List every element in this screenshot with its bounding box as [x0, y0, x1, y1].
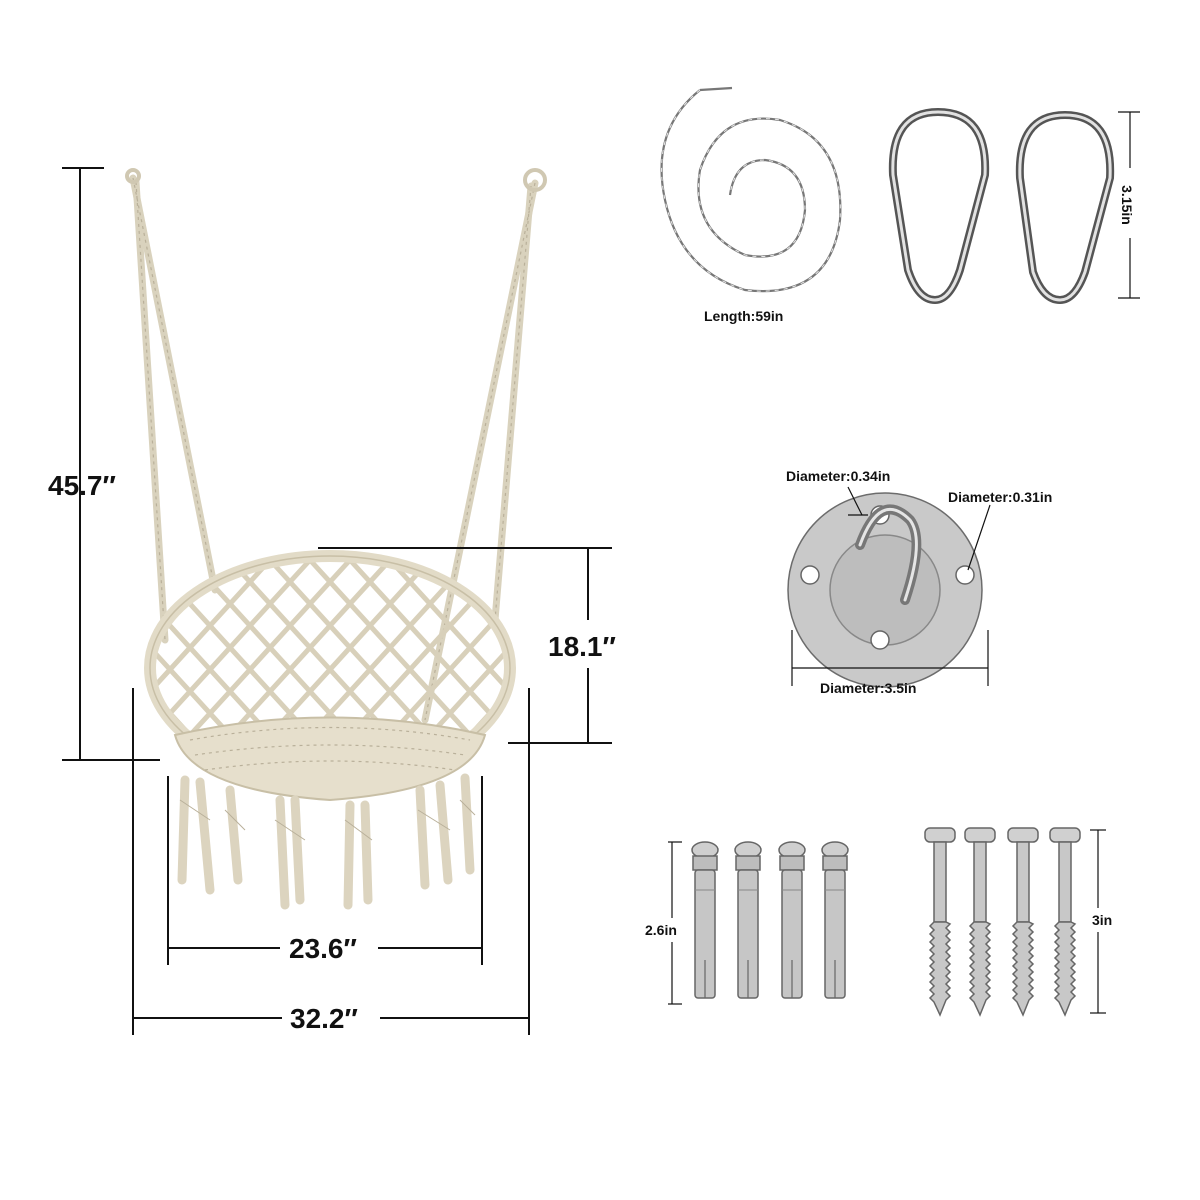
- seat-width-label: 23.6″: [289, 933, 357, 964]
- height-dimension: [62, 167, 160, 761]
- anchor-bolt-icon: [734, 841, 762, 999]
- mount-plate-diameter-label: Diameter:3.5in: [820, 680, 916, 696]
- lag-screw-icon: [924, 827, 956, 1017]
- overall-width-label: 32.2″: [290, 1003, 358, 1034]
- chain-length-label: Length:59in: [704, 308, 783, 324]
- hammock-chair-illustration: [125, 168, 547, 910]
- lag-screws: [924, 827, 1081, 1017]
- chain-illustration: [660, 86, 842, 293]
- carabiner-length-label: 3.15in: [1119, 185, 1135, 225]
- anchor-bolt-icon: [778, 841, 806, 999]
- lag-screw-icon: [1007, 827, 1039, 1017]
- mounting-plate-dimensions: [791, 486, 991, 686]
- screw-dimension: [1090, 829, 1106, 1014]
- anchor-bolt-icon: [691, 841, 719, 999]
- height-label: 45.7″: [48, 470, 116, 501]
- expansion-anchors: [691, 841, 849, 999]
- hoop-height-label: 18.1″: [548, 631, 616, 662]
- anchor-dimension: [668, 841, 682, 1005]
- anchor-bolt-icon: [821, 841, 849, 999]
- lag-screw-icon: [1049, 827, 1081, 1017]
- carabiner-icon: [1015, 111, 1115, 304]
- anchor-length-label: 2.6in: [645, 922, 677, 938]
- lag-screw-icon: [964, 827, 996, 1017]
- mount-hook-diameter-label: Diameter:0.34in: [786, 468, 890, 484]
- screw-length-label: 3in: [1092, 912, 1112, 928]
- mount-hole-diameter-label: Diameter:0.31in: [948, 489, 1052, 505]
- seat-width-dimension: [167, 776, 483, 965]
- carabiner-dimension: [1118, 111, 1140, 299]
- overall-width-dimension: [132, 688, 530, 1035]
- carabiner-icon: [888, 108, 990, 304]
- hoop-height-dimension: [318, 547, 612, 744]
- mounting-plate-icon: [787, 492, 983, 688]
